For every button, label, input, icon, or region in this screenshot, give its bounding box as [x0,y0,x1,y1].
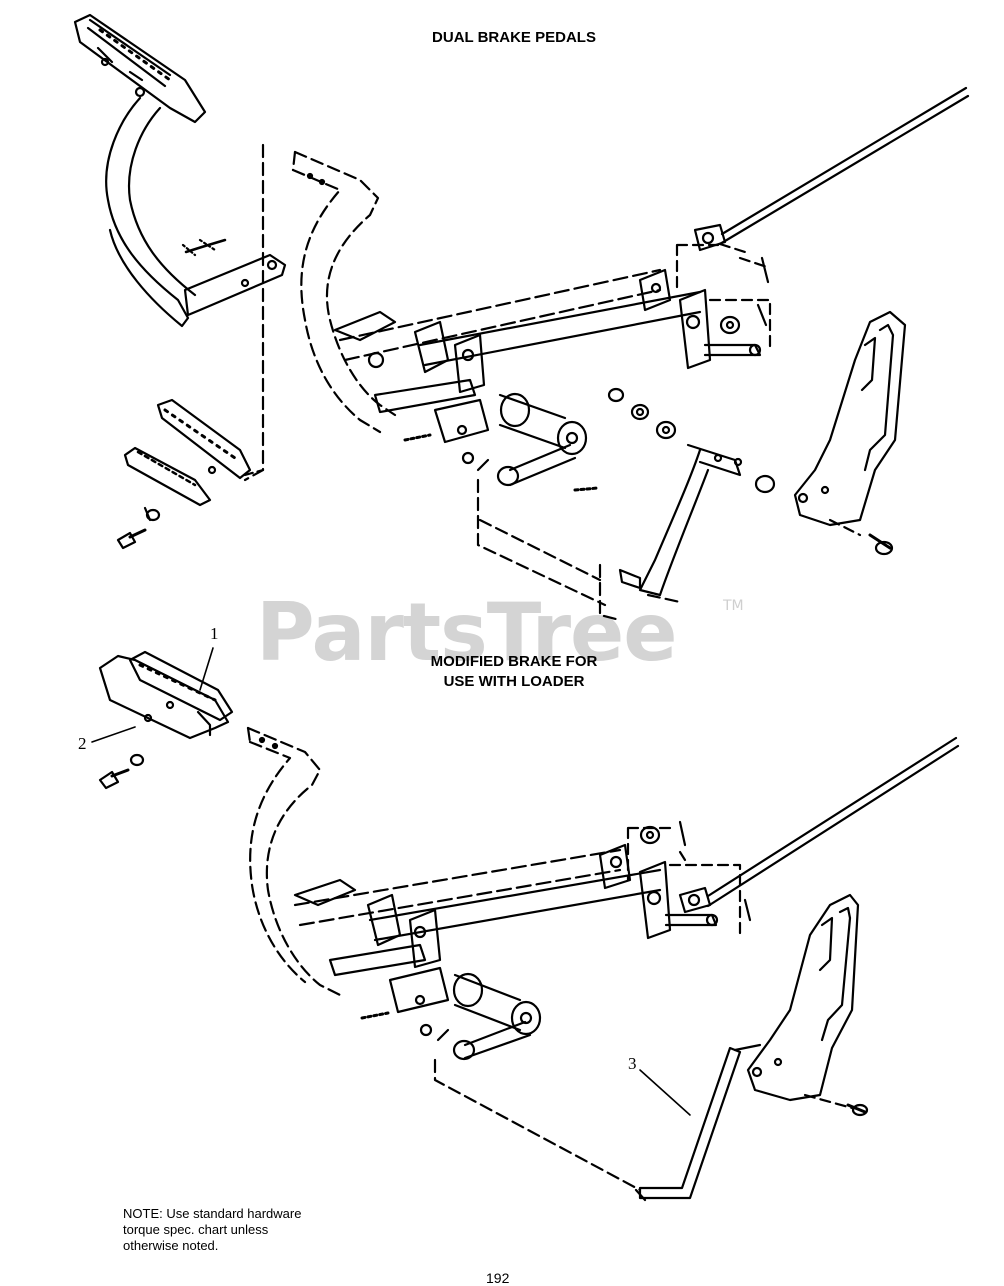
note-line-3: otherwise noted. [123,1238,219,1253]
callout-1: 1 [210,624,219,643]
callout-leaders [91,647,691,1116]
top-cross-shafts [333,243,772,414]
bottom-pedal-pad [98,650,234,790]
middle-title-line2: USE WITH LOADER [443,673,585,690]
note-text: NOTE: Use standard hardware torque spec.… [123,1206,353,1254]
bottom-linkage [360,966,642,1192]
bottom-rod-3 [634,1046,742,1202]
top-frame-tube [243,143,397,482]
page-number: 192 [486,1270,510,1286]
top-bellcrank [598,387,776,622]
watermark: PartsTree [256,586,678,679]
top-brake-rod [693,86,970,335]
middle-title-line1: MODIFIED BRAKE FOR [430,653,598,670]
top-pedal-arm [73,13,287,328]
top-pedal-pad [116,398,265,550]
bottom-brake-rod [678,736,960,922]
bottom-ratchet-plate [733,893,869,1117]
note-line-2: torque spec. chart unless [123,1222,269,1237]
callout-3: 3 [628,1054,637,1073]
top-ratchet-plate [793,310,907,556]
top-linkage [403,392,607,607]
bottom-frame-tube [246,726,342,997]
callout-2: 2 [78,734,87,753]
watermark-trademark: TM [723,598,744,614]
top-title: DUAL BRAKE PEDALS [432,29,596,46]
bottom-cross-shafts [293,820,742,977]
note-line-1: NOTE: Use standard hardware [123,1206,302,1221]
